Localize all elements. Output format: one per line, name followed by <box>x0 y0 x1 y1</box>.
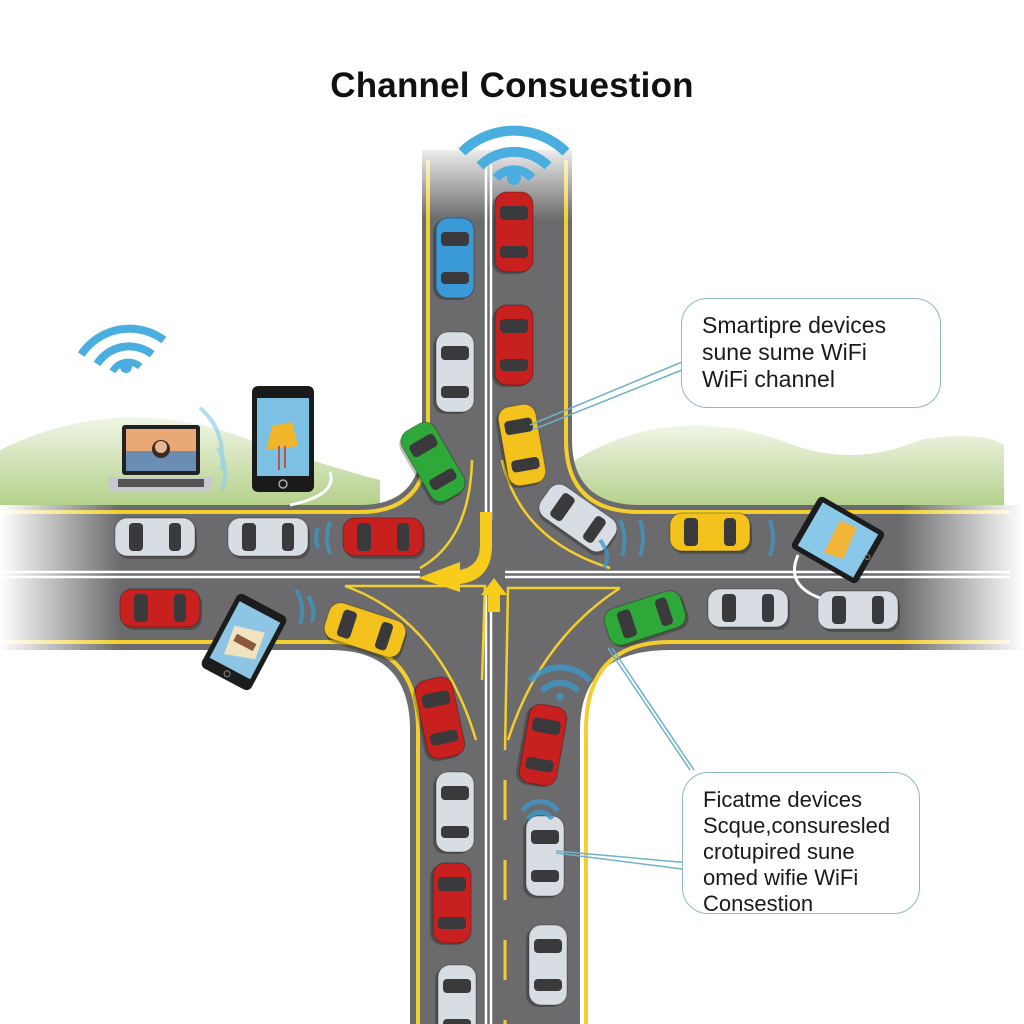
car <box>523 815 565 898</box>
car <box>492 191 534 274</box>
car <box>399 421 466 505</box>
signal-arcs <box>294 519 775 625</box>
car <box>435 964 477 1024</box>
wifi-signal-icon <box>77 324 167 374</box>
car <box>412 676 466 762</box>
callout-line: Smartipre devices <box>702 312 887 338</box>
car <box>526 924 568 1007</box>
callout-line: Ficatme devices <box>703 787 862 812</box>
car <box>119 588 202 630</box>
car <box>515 703 568 788</box>
car <box>227 517 310 559</box>
car <box>495 403 547 489</box>
callout-line: Consestion <box>703 891 814 916</box>
car <box>433 217 475 300</box>
callout-top: Smartipre devices sune sume WiFi WiFi ch… <box>681 298 941 408</box>
car <box>538 483 618 556</box>
car <box>669 512 752 554</box>
callout-line: WiFi channel <box>702 366 835 392</box>
callout-line: crotupired sune <box>703 839 855 864</box>
car <box>342 517 425 559</box>
smartphone <box>252 386 314 492</box>
callout-line: omed wifie WiFi <box>703 865 859 890</box>
car <box>707 588 790 630</box>
cars-layer <box>114 191 900 1024</box>
callout-bottom: Ficatme devices Scque,consuresled crotup… <box>682 772 920 916</box>
car <box>817 590 900 632</box>
callout-line: Scque,consuresled <box>703 813 891 838</box>
car <box>114 517 197 559</box>
tablet-right <box>791 496 885 584</box>
page-title: Channel Consuestion <box>330 66 694 105</box>
tablet-left <box>201 593 287 691</box>
car <box>433 771 475 854</box>
wifi-signal-icon <box>519 799 561 821</box>
car <box>323 602 407 661</box>
callout-line: sune sume WiFi <box>702 339 867 365</box>
car <box>603 590 689 648</box>
device-link <box>289 471 333 507</box>
laptop <box>108 425 214 491</box>
signal-arcs <box>198 406 228 491</box>
wifi-signal-icon <box>527 664 593 701</box>
car <box>433 331 475 414</box>
fade-left <box>0 505 120 655</box>
car <box>492 304 534 387</box>
fade-right <box>900 505 1024 655</box>
device-link <box>793 554 821 600</box>
wifi-signal-icon <box>458 125 570 185</box>
car <box>430 862 472 945</box>
turn-arrow <box>418 512 507 612</box>
callout-pointer-lines <box>529 361 695 871</box>
